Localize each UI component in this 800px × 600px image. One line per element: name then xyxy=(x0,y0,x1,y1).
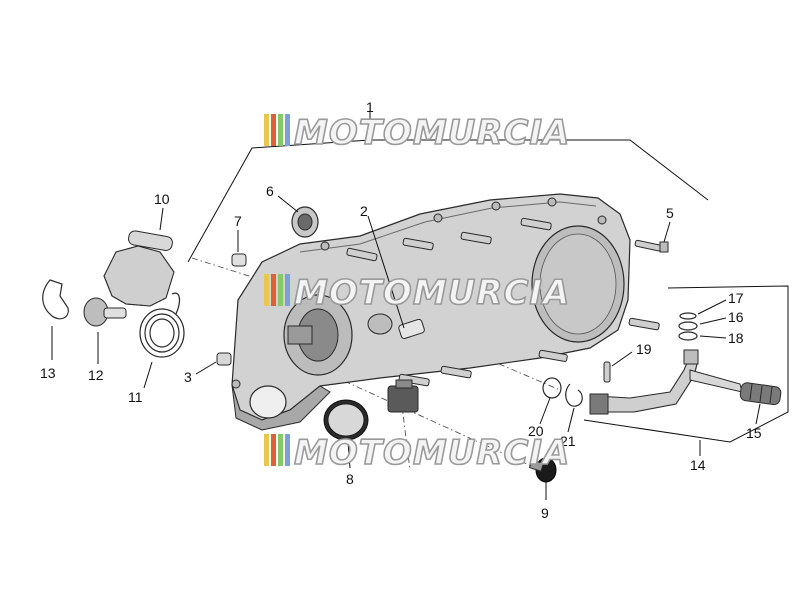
part-9-cap xyxy=(528,457,557,500)
watermark-bottom: MOTOMURCIA xyxy=(264,432,570,474)
part-21-circlip xyxy=(565,383,583,433)
label-13: 13 xyxy=(40,365,56,381)
label-8: 8 xyxy=(346,471,354,487)
part-13-clip xyxy=(42,279,69,360)
label-7: 7 xyxy=(234,213,242,229)
cover-bolts xyxy=(346,217,660,387)
part-labels: 1 2 3 5 6 7 8 9 10 11 12 13 14 15 16 17 … xyxy=(40,99,762,521)
part-14-kick-lever xyxy=(583,285,789,456)
label-9: 9 xyxy=(541,505,549,521)
part-6-seal xyxy=(277,195,319,238)
label-10: 10 xyxy=(154,191,170,207)
watermark-text: MOTOMURCIA xyxy=(294,273,570,313)
label-16: 16 xyxy=(728,309,744,325)
label-14: 14 xyxy=(690,457,706,473)
label-5: 5 xyxy=(666,205,674,221)
part-4-block xyxy=(387,379,419,413)
part-12-pinion xyxy=(83,297,127,364)
watermark-text: MOTOMURCIA xyxy=(294,113,570,153)
label-12: 12 xyxy=(88,367,104,383)
label-19: 19 xyxy=(636,341,652,357)
part-7-pin xyxy=(231,230,247,267)
label-17: 17 xyxy=(728,290,744,306)
label-11: 11 xyxy=(128,389,143,405)
part-11-spring xyxy=(139,292,185,389)
part-3-pin xyxy=(195,352,232,375)
watermark-text: MOTOMURCIA xyxy=(294,433,570,473)
watermark-top: MOTOMURCIA xyxy=(264,112,570,154)
transmission-cover xyxy=(231,193,631,431)
part-20-washer xyxy=(539,377,562,425)
part-15-grip xyxy=(739,382,782,425)
label-2: 2 xyxy=(360,203,368,219)
label-6: 6 xyxy=(266,183,274,199)
parts-16-17-18-washers xyxy=(678,299,727,341)
part-8-bearing xyxy=(323,399,369,469)
label-21: 21 xyxy=(560,433,576,449)
label-1: 1 xyxy=(366,99,374,115)
label-3: 3 xyxy=(184,369,192,385)
label-15: 15 xyxy=(746,425,762,441)
part-5-bolt xyxy=(634,221,671,253)
label-20: 20 xyxy=(528,423,544,439)
part-19-screw xyxy=(603,351,633,383)
part-10-kick-gear xyxy=(103,207,175,307)
watermark-middle: MOTOMURCIA xyxy=(264,272,570,314)
label-18: 18 xyxy=(728,330,744,346)
part-2-dowel xyxy=(367,215,425,340)
